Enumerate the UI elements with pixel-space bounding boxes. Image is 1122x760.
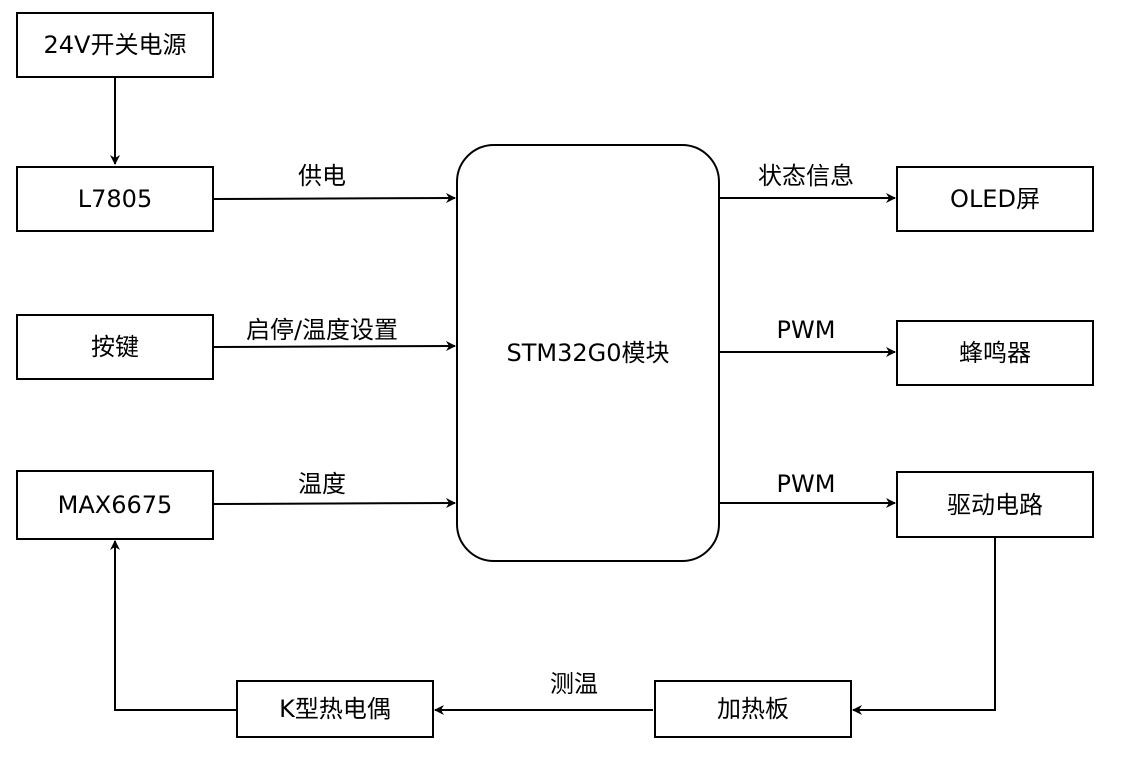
block-oled: OLED屏	[896, 166, 1094, 232]
edge-label-pwm-driver: PWM	[776, 470, 836, 498]
edge-label-power: 供电	[298, 162, 346, 190]
block-l7805: L7805	[16, 166, 214, 232]
block-keys: 按键	[16, 314, 214, 380]
arrow-power	[213, 193, 456, 204]
edge-label-temperature: 温度	[298, 470, 346, 498]
block-driver: 驱动电路	[896, 471, 1094, 538]
arrow-driver-to-heater	[852, 538, 996, 715]
edge-label-status: 状态信息	[758, 162, 854, 190]
block-buzzer: 蜂鸣器	[896, 320, 1094, 386]
edge-label-pwm-buzzer: PWM	[776, 316, 836, 344]
edge-label-sensing: 测温	[550, 670, 598, 698]
arrow-temperature	[213, 498, 456, 509]
edge-label-settings: 启停/温度设置	[245, 316, 399, 344]
arrow-thermocouple-to-max6675	[110, 540, 236, 711]
block-thermocouple: K型热电偶	[236, 680, 434, 738]
arrow-settings	[213, 341, 456, 352]
block-psu: 24V开关电源	[16, 12, 214, 78]
block-max6675: MAX6675	[16, 470, 214, 540]
block-heater: 加热板	[654, 680, 852, 738]
block-mcu: STM32G0模块	[456, 144, 720, 562]
